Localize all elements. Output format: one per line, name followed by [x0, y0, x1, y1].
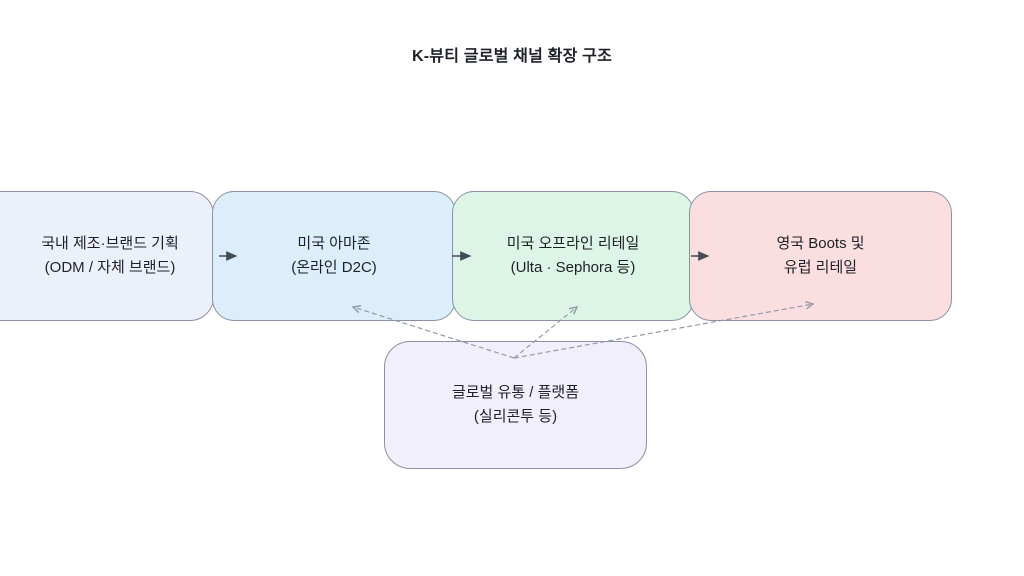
- node-label-line2: (Ulta · Sephora 등): [510, 259, 636, 276]
- node-label-line1: 미국 아마존: [297, 235, 371, 252]
- node-amazon-label: 미국 아마존 (온라인 D2C): [291, 232, 377, 280]
- node-label-line1: 영국 Boots 및: [776, 235, 865, 252]
- node-us-offline-retail: 미국 오프라인 리테일 (Ulta · Sephora 등): [452, 191, 694, 321]
- hub-label-line2: (실리콘투 등): [473, 408, 558, 425]
- node-label-line1: 미국 오프라인 리테일: [506, 235, 640, 252]
- node-label-line2: (온라인 D2C): [291, 259, 377, 276]
- node-uk-europe-label: 영국 Boots 및 유럽 리테일: [776, 232, 864, 280]
- node-label-line1: 국내 제조·브랜드 기획: [41, 235, 179, 252]
- hub-label-line1: 글로벌 유통 / 플랫폼: [451, 384, 580, 401]
- node-domestic-manufacturing: 국내 제조·브랜드 기획 (ODM / 자체 브랜드): [0, 191, 214, 321]
- node-label-line2: (ODM / 자체 브랜드): [44, 259, 176, 276]
- node-us-retail-label: 미국 오프라인 리테일 (Ulta · Sephora 등): [507, 232, 640, 280]
- node-domestic-label: 국내 제조·브랜드 기획 (ODM / 자체 브랜드): [41, 232, 179, 280]
- node-us-amazon: 미국 아마존 (온라인 D2C): [212, 191, 456, 321]
- node-label-line2: 유럽 리테일: [783, 259, 858, 276]
- diagram-title: K-뷰티 글로벌 채널 확장 구조: [412, 48, 612, 65]
- node-uk-europe-retail: 영국 Boots 및 유럽 리테일: [689, 191, 952, 321]
- hub-label: 글로벌 유통 / 플랫폼 (실리콘투 등): [452, 381, 579, 429]
- node-global-distribution-hub: 글로벌 유통 / 플랫폼 (실리콘투 등): [384, 341, 647, 469]
